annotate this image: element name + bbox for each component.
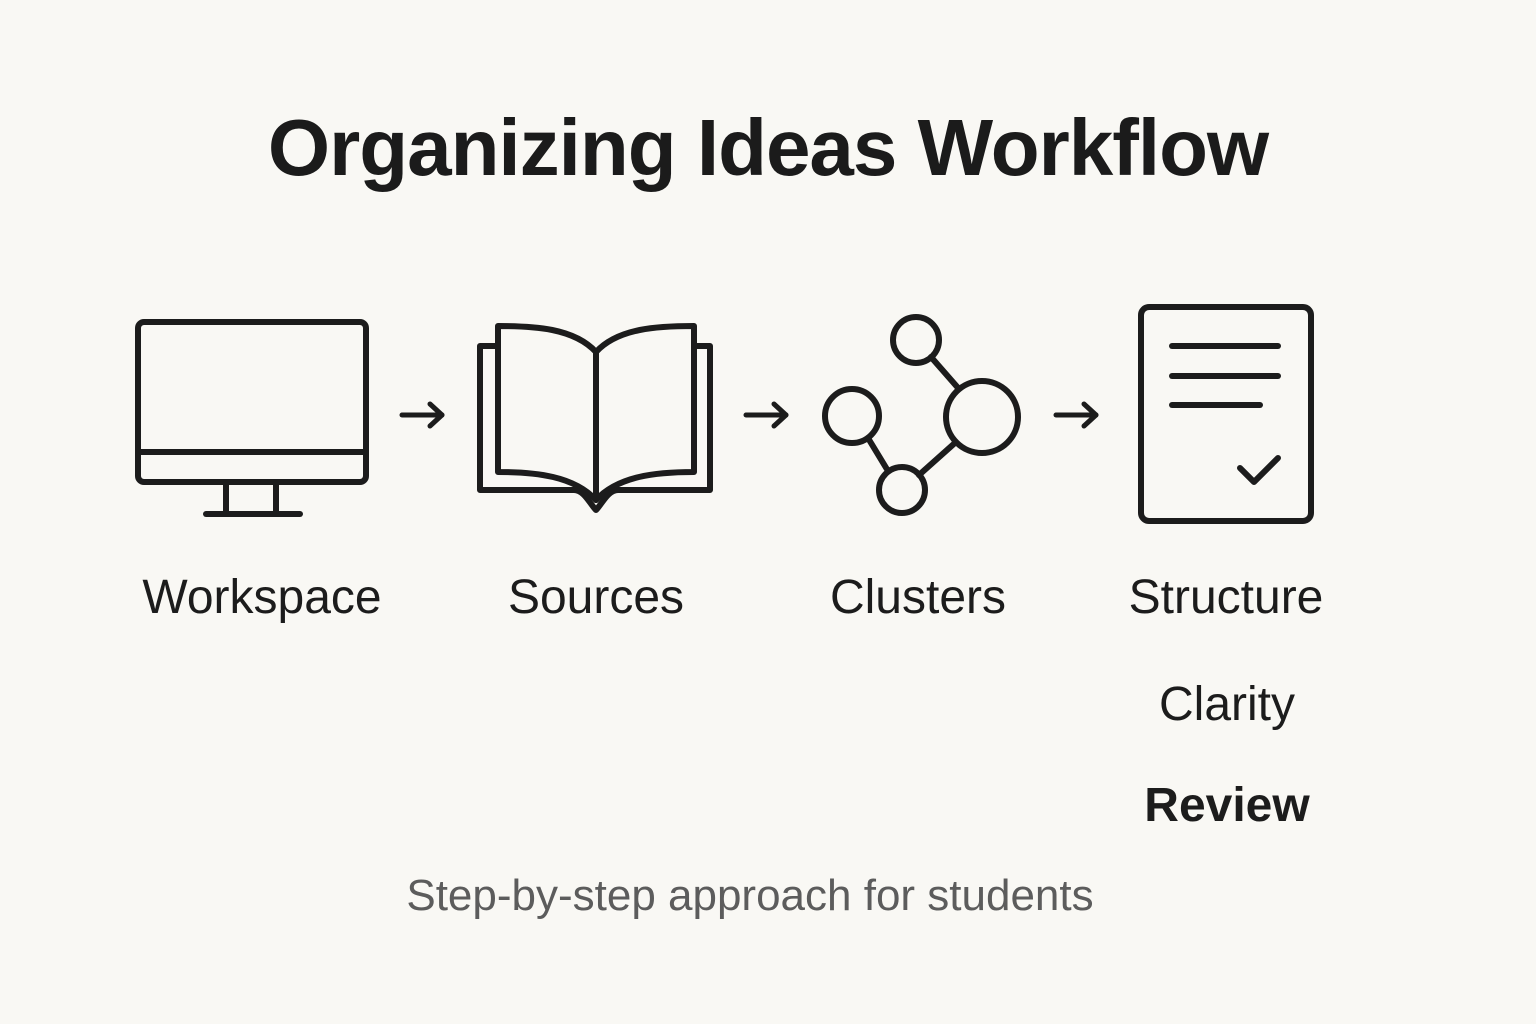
- node-cluster-icon: [818, 310, 1028, 520]
- diagram-title: Organizing Ideas Workflow: [267, 103, 1269, 192]
- step-label-clusters: Clusters: [829, 571, 1007, 624]
- step-label-sources: Sources: [507, 571, 685, 624]
- arrow-right-icon: [742, 401, 794, 429]
- checked-document-icon: [1136, 302, 1318, 528]
- arrow-right-icon: [1052, 401, 1104, 429]
- open-book-icon: [474, 318, 718, 518]
- arrow-right-icon: [398, 401, 450, 429]
- step-label-structure: Structure: [1128, 571, 1324, 624]
- sub-step-review: Review: [1144, 779, 1310, 832]
- step-label-workspace: Workspace: [142, 571, 382, 624]
- sub-step-clarity: Clarity: [1158, 678, 1295, 731]
- monitor-icon: [134, 316, 374, 522]
- diagram-subtitle: Step-by-step approach for students: [406, 871, 1094, 920]
